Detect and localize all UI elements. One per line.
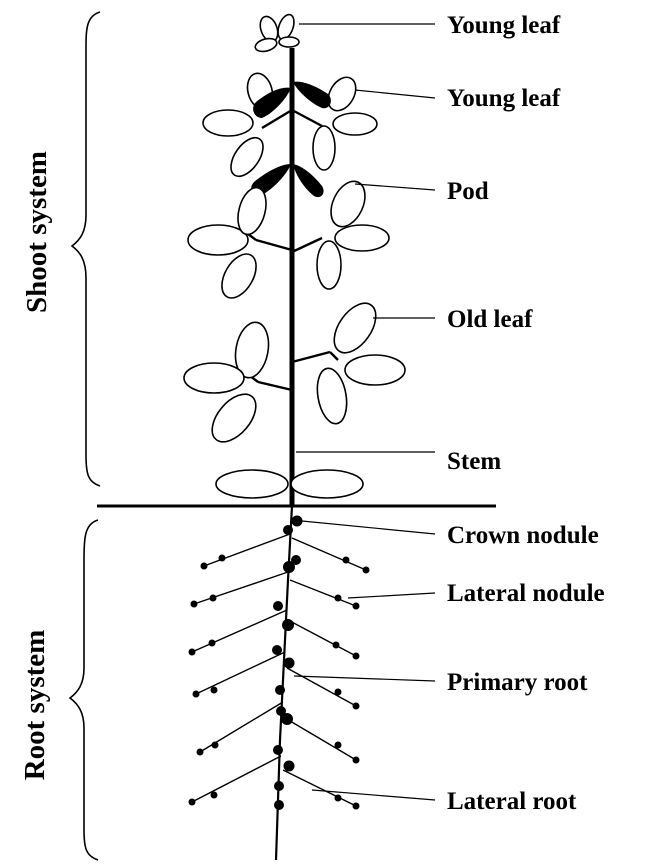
shoot-system-bracket xyxy=(72,12,100,486)
middle-leaflet-left xyxy=(188,184,292,303)
label-pod: Pod xyxy=(447,178,489,205)
cotyledon-left xyxy=(216,470,288,498)
label-primary-root: Primary root xyxy=(447,669,588,696)
label-old-leaf: Old leaf xyxy=(447,306,533,333)
upper-leaflet-left xyxy=(203,71,292,182)
label-crown-nodule: Crown nodule xyxy=(447,522,599,549)
middle-leaflet-right xyxy=(292,176,389,289)
old-leaflet-left xyxy=(184,320,292,450)
label-lateral-root: Lateral root xyxy=(447,788,577,815)
cotyledon-right xyxy=(291,470,363,498)
label-lateral-nodule: Lateral nodule xyxy=(447,580,605,607)
label-young-leaf-top: Young leaf xyxy=(447,12,561,39)
crown-nodules xyxy=(272,516,303,811)
root-system-label: Root system xyxy=(19,630,51,781)
young-leaf-tip xyxy=(254,12,299,53)
pod-upper-right xyxy=(293,82,331,109)
label-stem: Stem xyxy=(447,448,501,475)
old-leaflet-right xyxy=(292,296,405,426)
label-young-leaf: Young leaf xyxy=(447,85,561,112)
root-system-bracket xyxy=(70,520,98,860)
lateral-roots-left xyxy=(192,534,290,802)
lateral-roots-right xyxy=(283,538,366,806)
shoot-system-label: Shoot system xyxy=(21,151,53,313)
pod-lower-right xyxy=(293,164,324,197)
